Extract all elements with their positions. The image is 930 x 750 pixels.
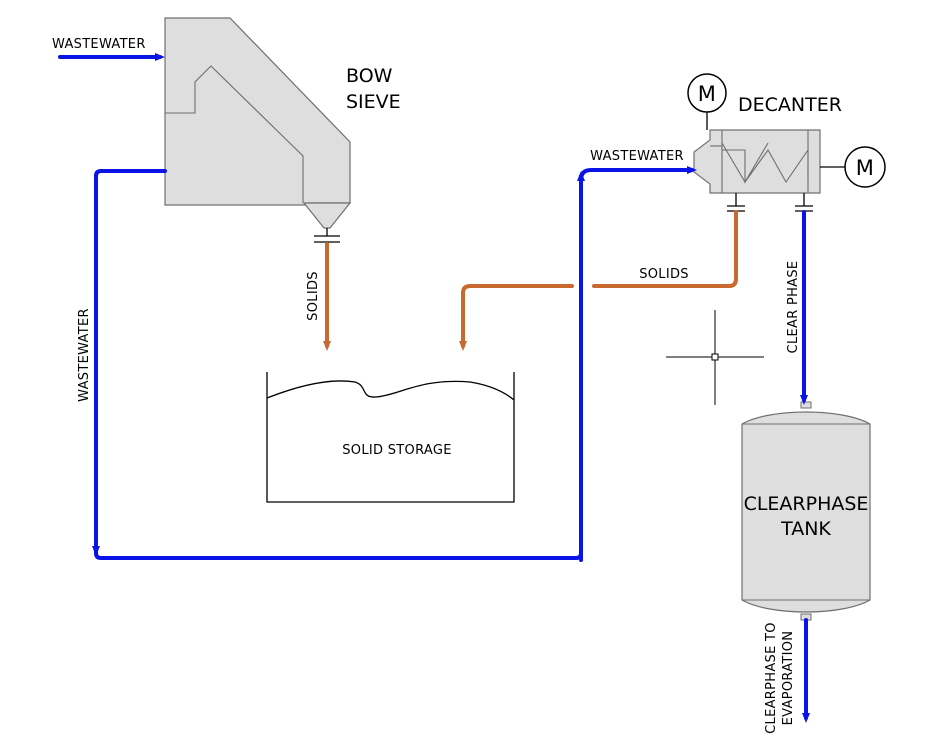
wastewater-return-line xyxy=(92,169,167,556)
decanter-label: DECANTER xyxy=(738,94,842,116)
decanter xyxy=(693,112,845,212)
wastewater-inlet-label: WASTEWATER xyxy=(52,37,146,52)
crosshair-cursor-icon xyxy=(666,310,764,405)
wastewater-to-decanter-label: WASTEWATER xyxy=(590,149,684,164)
motor-symbol: M xyxy=(856,156,875,180)
solids-from-decanter-label: SOLIDS xyxy=(639,267,689,282)
decanter-motor-top: M xyxy=(687,73,727,113)
bow-sieve-label-line2: SIEVE xyxy=(346,91,401,113)
bow-sieve xyxy=(164,17,352,243)
decanter-motor-side: M xyxy=(844,146,886,188)
solids-from-sieve-label: SOLIDS xyxy=(306,271,321,321)
solids-from-decanter-line-b xyxy=(459,284,574,351)
clearphase-tank xyxy=(741,401,871,621)
wastewater-return-label: WASTEWATER xyxy=(77,308,92,402)
motor-symbol: M xyxy=(698,82,717,106)
clearphase-tank-label-line2: TANK xyxy=(780,518,831,540)
evaporation-label-line2: EVAPORATION xyxy=(781,631,796,726)
solids-from-decanter-line-a xyxy=(592,210,738,288)
bow-sieve-label-line1: BOW xyxy=(346,65,393,87)
wastewater-riser-line xyxy=(579,166,697,562)
clear-phase-label: CLEAR PHASE xyxy=(786,261,801,354)
wastewater-bottom-line xyxy=(94,548,583,560)
solid-storage xyxy=(266,372,515,503)
solid-storage-label: SOLID STORAGE xyxy=(342,443,452,458)
clearphase-tank-label-line1: CLEARPHASE xyxy=(744,493,869,515)
evaporation-label-line1: CLEARPHASE TO xyxy=(764,622,779,734)
